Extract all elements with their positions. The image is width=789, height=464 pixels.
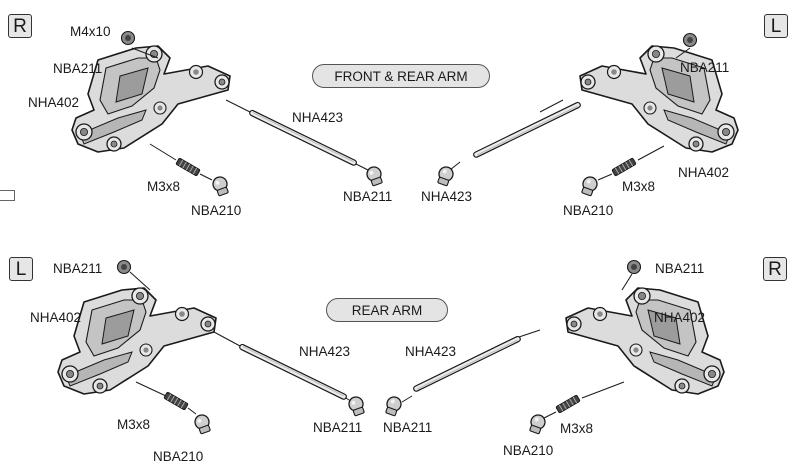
section-title-front-rear-arm: FRONT & REAR ARM — [312, 64, 490, 88]
part-label: NHA402 — [654, 310, 706, 325]
part-label: NBA211 — [383, 420, 433, 435]
part-label: NHA423 — [292, 110, 344, 125]
part-label: M3x8 — [560, 421, 594, 436]
s1-left-arm-assembly — [71, 30, 385, 198]
s2-right-arm-assembly — [383, 259, 725, 436]
part-label: NBA211 — [680, 60, 730, 75]
part-label: NBA211 — [53, 61, 103, 76]
edge-marker — [0, 190, 15, 201]
part-label: NBA211 — [53, 261, 103, 276]
side-badge-s2-left: L — [9, 257, 33, 281]
section-title-rear-arm: REAR ARM — [326, 298, 448, 322]
part-label: NBA210 — [191, 203, 242, 218]
part-label: NBA211 — [655, 261, 705, 276]
part-label: NBA211 — [313, 420, 363, 435]
part-label: NBA211 — [343, 189, 393, 204]
side-badge-s2-right: R — [763, 257, 787, 281]
side-badge-s1-left: R — [8, 14, 32, 38]
part-label: NHA402 — [28, 95, 80, 110]
part-label: NBA210 — [563, 203, 614, 218]
part-label: M4x10 — [70, 24, 111, 39]
part-label: NBA210 — [503, 443, 554, 458]
part-label: M3x8 — [147, 179, 181, 194]
part-label: NHA402 — [678, 165, 730, 180]
part-label: NHA423 — [405, 344, 457, 359]
s1-right-arm-assembly — [435, 32, 739, 198]
part-label: NHA402 — [30, 310, 82, 325]
part-label: M3x8 — [117, 417, 151, 432]
part-label: NBA210 — [153, 449, 204, 464]
s2-left-arm-assembly — [57, 259, 367, 436]
part-label: M3x8 — [622, 179, 656, 194]
part-label: NHA423 — [421, 189, 473, 204]
part-label: NHA423 — [299, 344, 351, 359]
side-badge-s1-right: L — [764, 14, 788, 38]
